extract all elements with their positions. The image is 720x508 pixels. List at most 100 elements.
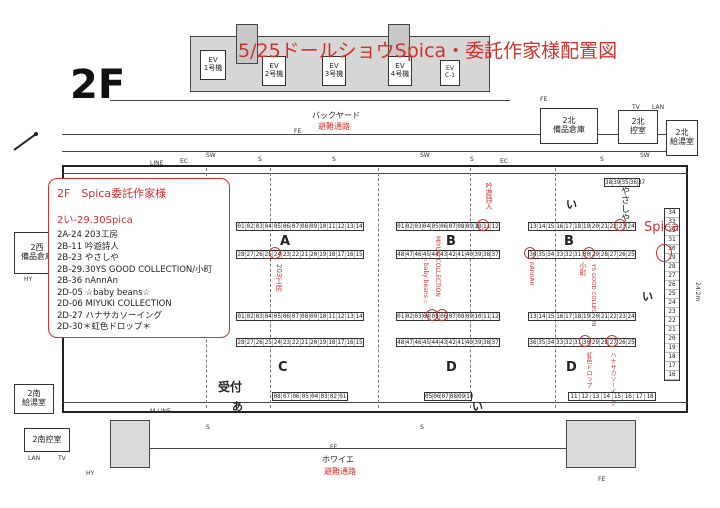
booth-number: 14	[602, 393, 613, 400]
tv-label: TV	[632, 104, 640, 111]
booth-number: 02	[405, 313, 415, 320]
booth-number: 22	[609, 313, 619, 320]
booth-number: 18	[328, 251, 337, 258]
backyard-wall	[110, 100, 510, 101]
booth-number: 21	[600, 223, 610, 230]
booth-number: 17	[565, 223, 574, 230]
booth-number: 11	[328, 223, 337, 230]
booth-number: 20	[310, 339, 319, 346]
booth-number: 37	[491, 339, 499, 346]
booth-number: 20	[591, 313, 601, 320]
block-label-d2: D	[566, 360, 577, 375]
booth-number: 27	[665, 272, 679, 281]
page-title: 5/25ドールショウSpica・委託作家様配置図	[238, 40, 618, 62]
booth-number: 21	[600, 313, 610, 320]
booth-number: 27	[246, 339, 256, 346]
highlight-d30	[579, 335, 591, 347]
booth-number: 38	[482, 339, 492, 346]
ec-label-2: EC	[500, 158, 508, 165]
elevator-1: EV 1号機	[200, 50, 226, 80]
block-label-i2: い	[642, 290, 653, 303]
booth-number: 04	[264, 223, 274, 230]
legend-item: 2B-11 吟遊詩人	[57, 241, 119, 252]
booth-number: 26	[665, 281, 679, 290]
booth-number: 46	[414, 339, 423, 346]
booth-number: 06	[440, 223, 449, 230]
booth-number: 01	[237, 223, 247, 230]
booth-number: 10	[466, 393, 474, 400]
label-d30: 虹色ドロップ	[585, 352, 592, 388]
booth-number: 46	[414, 251, 423, 258]
booth-number: 48	[397, 251, 406, 258]
booth-number: 35	[621, 179, 630, 186]
booth-number: 18	[573, 313, 583, 320]
booth-number: 40	[465, 339, 475, 346]
booth-number: 08	[300, 223, 310, 230]
kitchen-north: 2北 給湯室	[666, 120, 698, 156]
block-label-c: C	[278, 360, 288, 375]
s-label-4: S	[600, 156, 604, 163]
booth-number: 28	[600, 251, 610, 258]
label-b23: やさしや	[619, 186, 629, 222]
foyer-wall	[150, 448, 566, 449]
control-north: 2北 控室	[618, 110, 658, 144]
legend-item: 2D-05 ☆baby beans☆	[57, 287, 151, 298]
evac-route-bottom: 避難通路	[324, 467, 356, 476]
booth-number: 06	[282, 223, 292, 230]
booth-number: 47	[405, 251, 415, 258]
booth-number: 07	[291, 313, 301, 320]
booth-number: 18	[646, 393, 654, 400]
booth-number: 33	[556, 339, 565, 346]
booth-number: 28	[665, 263, 679, 272]
booth-number: 20	[310, 251, 319, 258]
booth-number: 02	[405, 223, 415, 230]
tv-label-south: TV	[58, 455, 66, 462]
booth-number: 09	[310, 223, 319, 230]
booth-number: 16	[556, 223, 565, 230]
booth-number: 16	[665, 371, 679, 380]
booth-number: 23	[665, 308, 679, 317]
booth-number: 32	[565, 339, 574, 346]
booth-number: 08	[300, 313, 310, 320]
booth-number: 34	[665, 209, 679, 218]
booth-number: 09	[465, 223, 475, 230]
booth-number: 43	[440, 251, 449, 258]
booth-number: 03	[255, 313, 265, 320]
legend-item: 2B-23 やさしや	[57, 253, 119, 263]
booth-number: 18	[573, 223, 583, 230]
booth-number: 18	[665, 353, 679, 362]
booth-number: 30	[665, 245, 679, 254]
booth-number: 40	[465, 251, 475, 258]
booth-number: 06	[433, 393, 442, 400]
booth-number: 35	[538, 339, 547, 346]
booth-number: 35	[538, 251, 547, 258]
label-b11: 吟遊詩人	[485, 182, 493, 210]
partition-2	[270, 168, 271, 408]
control-south: 2南控室	[24, 428, 70, 452]
label-a24: 203工房	[275, 264, 283, 292]
booth-number: 14	[538, 223, 547, 230]
backyard-label: バックヤード	[312, 111, 360, 120]
elevator-2: EV 2号機	[262, 56, 286, 86]
highlight-b23	[614, 219, 626, 231]
legend-item: 2B-29.30YS GOOD COLLECTION/小町	[57, 264, 213, 275]
booth-number: 45	[422, 251, 432, 258]
booth-number: 16	[346, 339, 356, 346]
booth-number: 45	[422, 339, 432, 346]
booth-number: 03	[255, 223, 265, 230]
booth-number: 20	[591, 223, 601, 230]
south-stair-right	[566, 420, 636, 468]
booth-number: 02	[246, 313, 256, 320]
s-label-6: S	[420, 424, 424, 431]
booth-number: 48	[397, 339, 406, 346]
booth-number: 13	[529, 313, 538, 320]
booth-number: 17	[565, 313, 574, 320]
highlight-b11	[477, 219, 489, 231]
booth-number: 10	[474, 313, 483, 320]
block-label-i1: い	[566, 198, 577, 211]
booth-number: 03	[320, 393, 330, 400]
booth-number: 19	[319, 339, 328, 346]
